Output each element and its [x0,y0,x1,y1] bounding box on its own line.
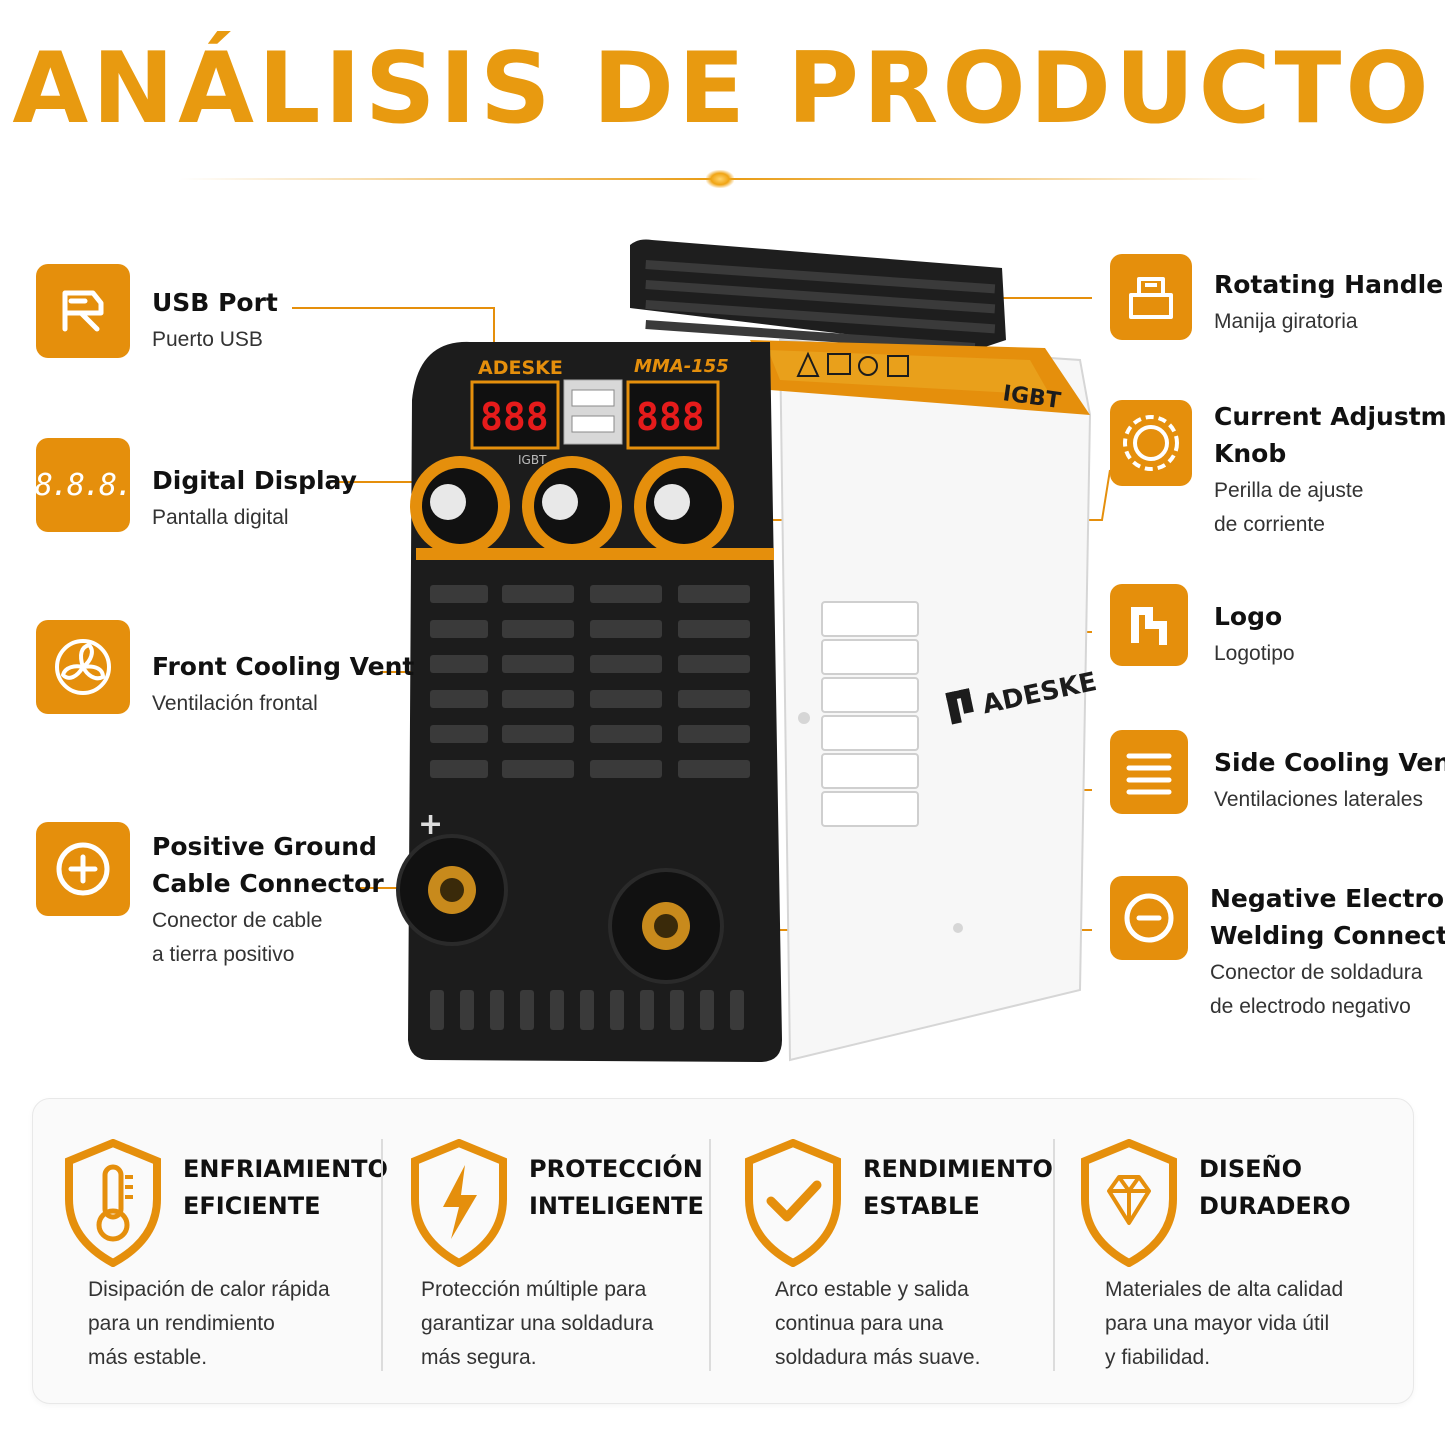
negative-electrode-label-es: Conector de soldadura [1210,961,1423,984]
feature-divider [1053,1139,1055,1371]
minus-circle-icon [1110,876,1188,960]
display-right-digits: 888 [636,395,705,439]
feature-divider [709,1139,711,1371]
negative-electrode-label-2: Welding Connector [1210,921,1445,950]
thermometer-shield-icon [65,1139,161,1267]
digital-888-icon-text: 8.8.8. [34,467,133,503]
current-knob-label-2: Knob [1214,439,1287,468]
positive-ground-label: Positive Ground [152,832,377,861]
rotating-handle-label: Rotating Handle [1214,270,1444,299]
usb-port-label-es: Puerto USB [152,328,263,351]
diamond-shield-icon [1081,1139,1177,1267]
knob-icon [1110,400,1192,486]
usb-port-label: USB Port [152,288,278,317]
usb-printer-icon [36,264,130,358]
brand-top: ADESKE [478,357,563,379]
front-cooling-vent-label: Front Cooling Vent [152,652,415,681]
side-vents-label-es: Ventilaciones laterales [1214,788,1423,811]
warning-symbols [796,351,909,377]
handle-icon [1110,254,1192,340]
lightning-shield-icon [411,1139,507,1267]
rotating-handle [630,239,1006,352]
side-vents [821,601,919,827]
check-shield-icon [745,1139,841,1267]
positive-ground-label-es-2: a tierra positivo [152,943,295,966]
display-right [626,380,720,450]
front-grille [430,585,750,1030]
logo-label-es: Logotipo [1214,642,1295,665]
negative-connector [608,868,724,984]
positive-connector [396,834,508,946]
display-left-digits: 888 [480,395,549,439]
front-cooling-vent-label-es: Ventilación frontal [152,692,318,715]
vents-icon [1110,730,1188,814]
model-label: MMA-155 [634,356,729,377]
feature-divider [381,1139,383,1371]
positive-ground-label-es: Conector de cable [152,909,323,932]
knobs [410,456,734,556]
logo-label: Logo [1214,602,1283,631]
igbt-small-label: IGBT [518,453,547,467]
digital-display-label-es: Pantalla digital [152,506,289,529]
negative-electrode-label: Negative Electrode [1210,884,1445,913]
logo-icon [1110,584,1188,666]
positive-ground-label-2: Cable Connector [152,869,384,898]
negative-electrode-label-es-2: de electrodo negativo [1210,995,1411,1018]
title-sparkle [706,170,734,188]
fan-icon [36,620,130,714]
current-knob-label: Current Adjustment [1214,402,1445,431]
welder-machine: IGBT ADESKE ADESKE MMA-155 888 888 IGBT [396,239,1100,1062]
plus-circle-icon [36,822,130,916]
page-title: ANÁLISIS DE PRODUCTO [12,32,1433,146]
digital-888-icon: 8.8.8. [34,438,133,532]
display-left [470,380,560,450]
current-knob-label-es: Perilla de ajuste [1214,479,1364,502]
rotating-handle-label-es: Manija giratoria [1214,310,1358,333]
digital-display-label: Digital Display [152,466,357,495]
side-vents-label: Side Cooling Vents [1214,748,1445,777]
current-knob-label-es-2: de corriente [1214,513,1325,536]
